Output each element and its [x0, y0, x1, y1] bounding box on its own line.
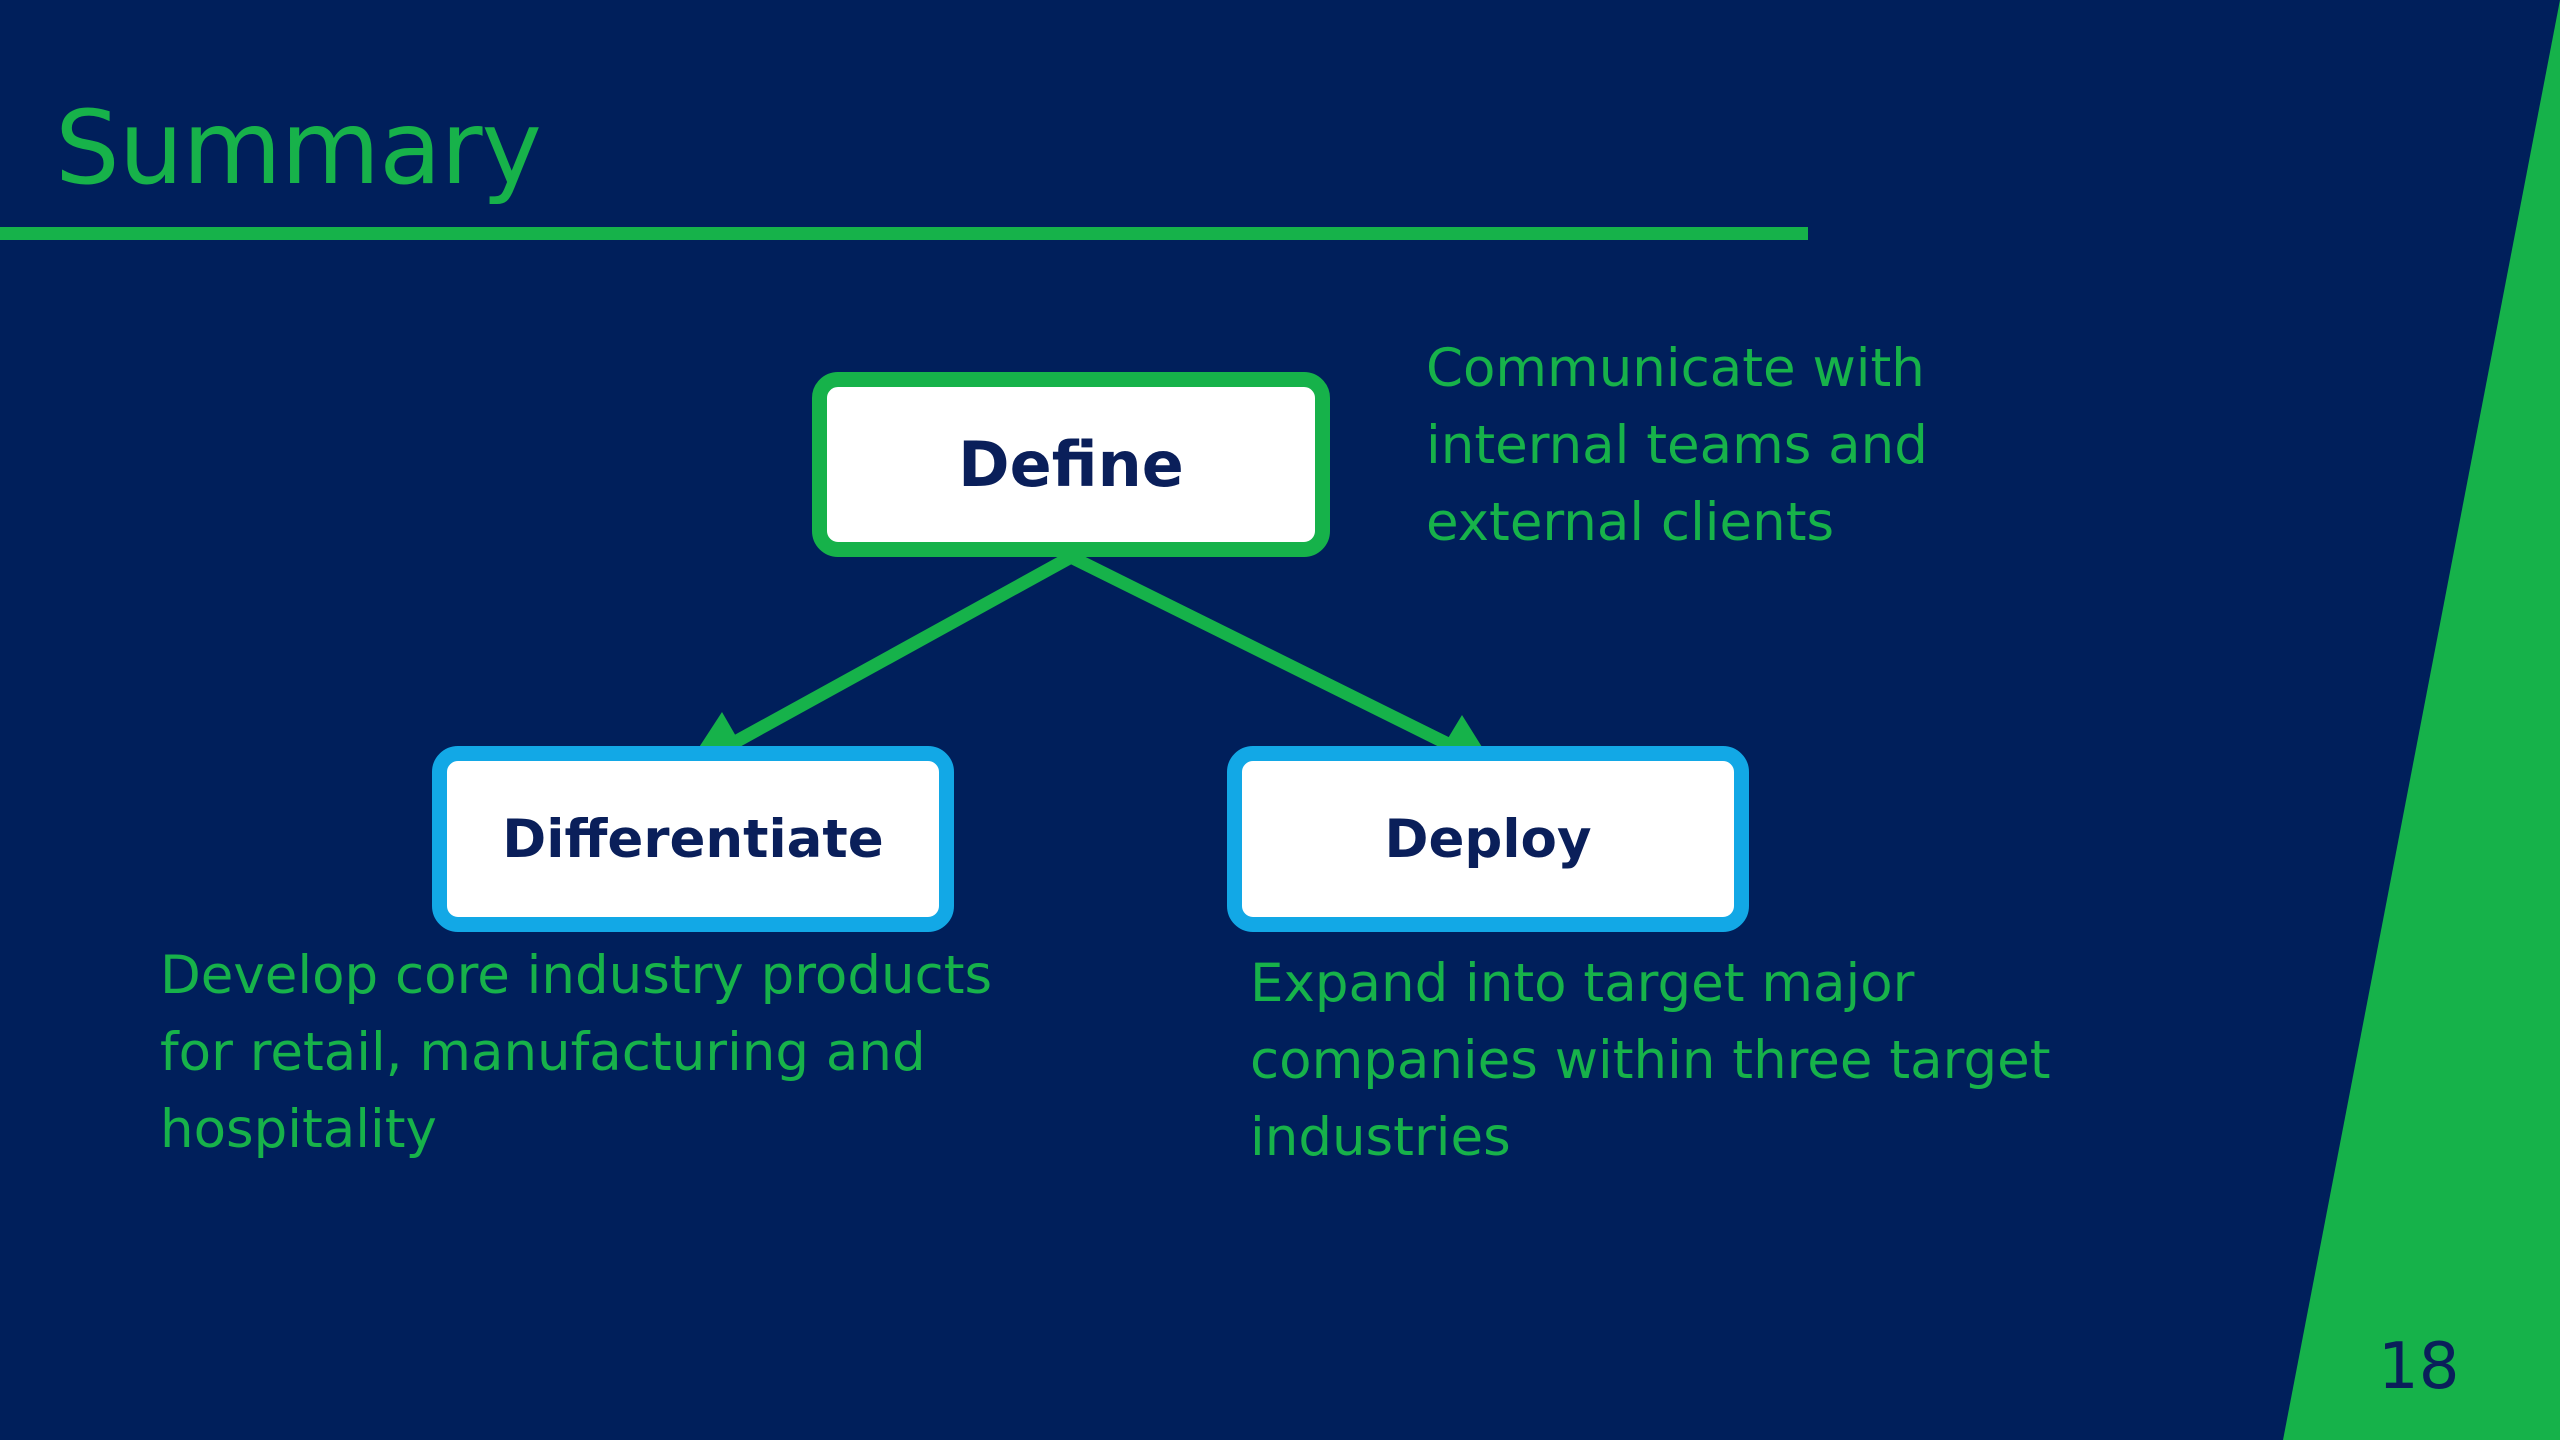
differentiate-description-line: hospitality: [160, 1099, 437, 1160]
define-description-line: Communicate with: [1426, 338, 1925, 399]
differentiate-description-line: Develop core industry products: [160, 945, 993, 1006]
differentiate-label: Differentiate: [502, 808, 884, 870]
arrow-define-to-deploy: [1068, 551, 1455, 752]
deploy-description-line: industries: [1250, 1107, 1511, 1168]
define-label: Define: [958, 428, 1184, 501]
define-description-line: internal teams and: [1426, 415, 1928, 476]
title-underline: [0, 227, 1808, 240]
deploy-description: Expand into target major companies withi…: [1250, 945, 2051, 1176]
define-description: Communicate with internal teams and exte…: [1426, 330, 1928, 561]
deploy-box: Deploy: [1227, 746, 1749, 932]
define-description-line: external clients: [1426, 492, 1835, 553]
slide-title: Summary: [55, 89, 542, 208]
deploy-label: Deploy: [1384, 808, 1592, 870]
deploy-description-line: companies within three target: [1250, 1030, 2051, 1091]
differentiate-description: Develop core industry products for retai…: [160, 937, 992, 1168]
differentiate-box: Differentiate: [432, 746, 954, 932]
deploy-description-line: Expand into target major: [1250, 953, 1915, 1014]
arrow-define-to-differentiate: [724, 551, 1075, 752]
differentiate-description-line: for retail, manufacturing and: [160, 1022, 926, 1083]
page-number: 18: [2378, 1330, 2460, 1404]
define-box: Define: [812, 372, 1330, 557]
green-corner-shape: [2283, 0, 2560, 1440]
